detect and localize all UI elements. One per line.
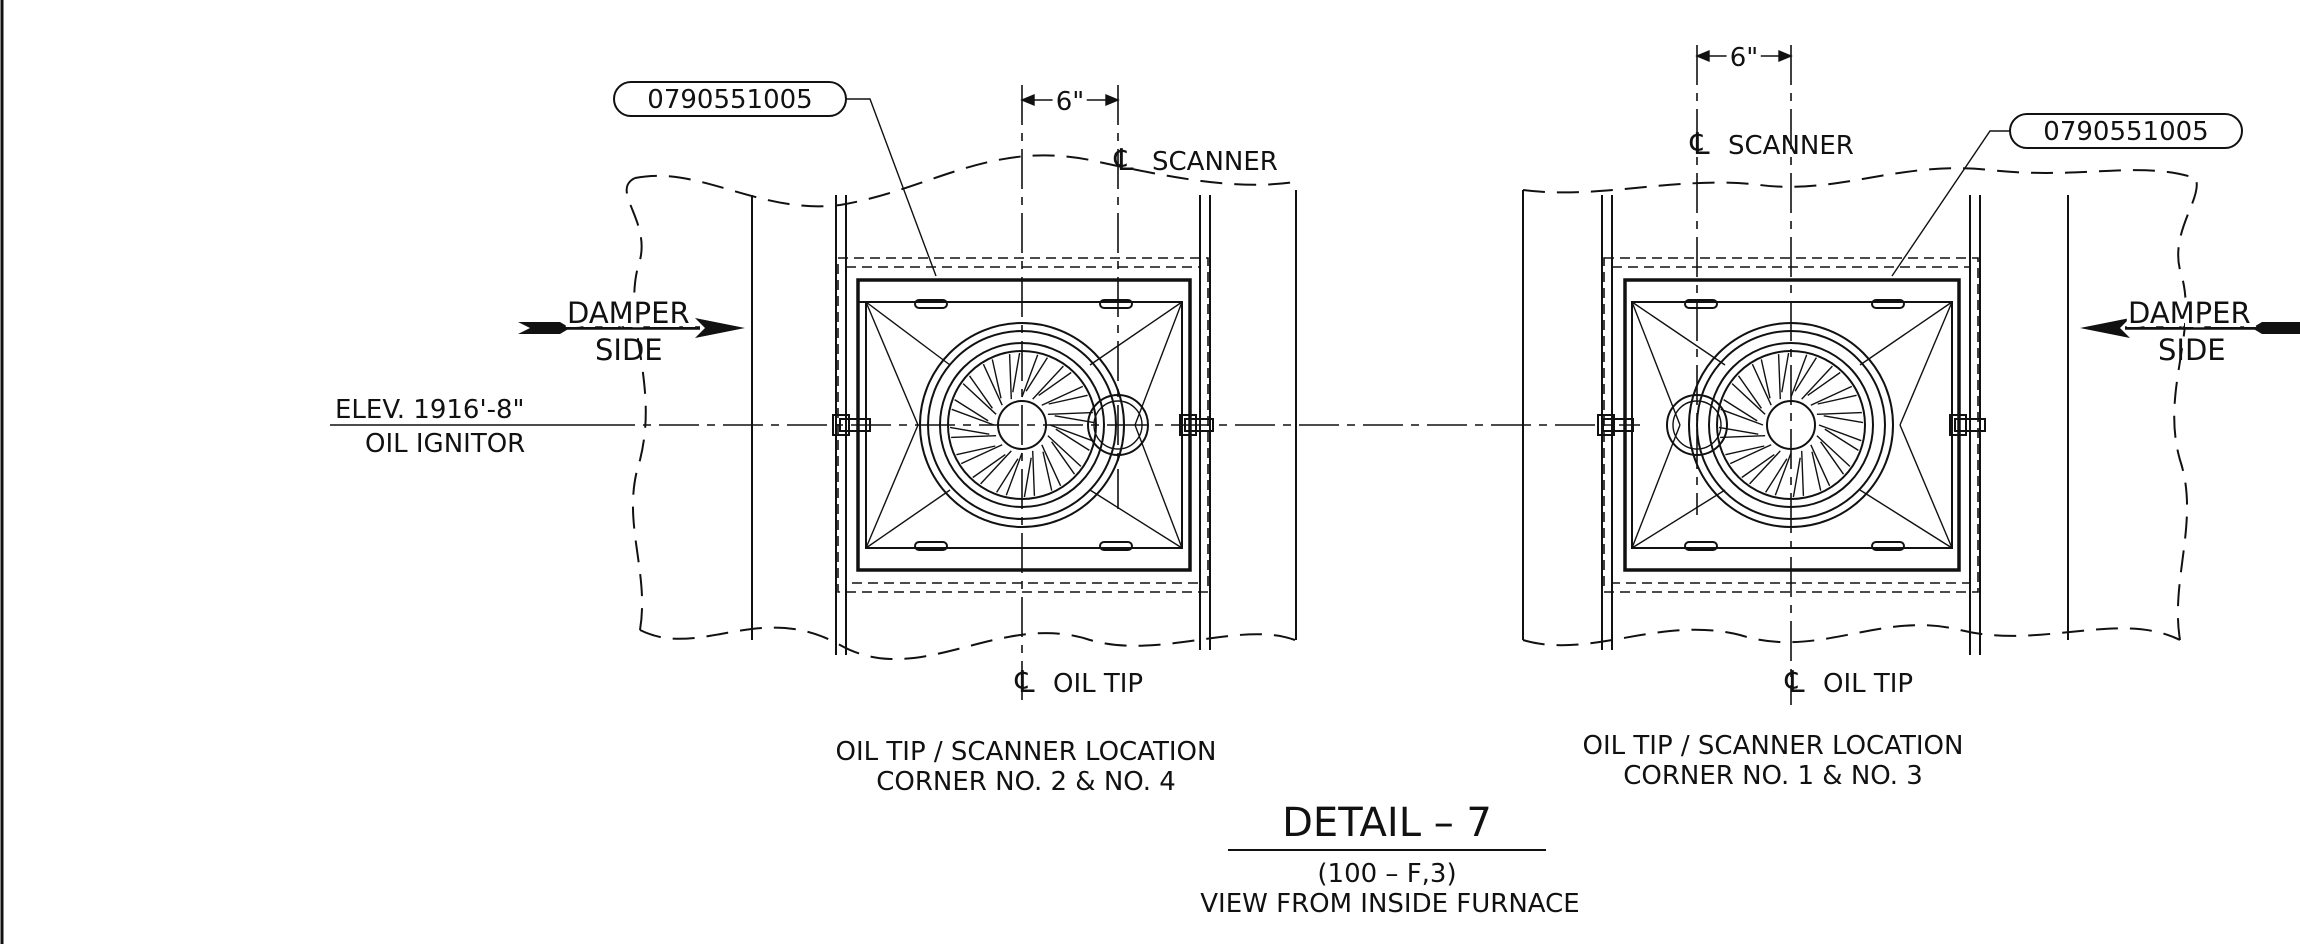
swirler-vane-edge [1811,451,1822,491]
swirler-vane [1777,354,1781,400]
swirler-vane [1047,435,1082,467]
swirler-vane-edge [1725,445,1765,456]
right-caption-line1: OIL TIP / SCANNER LOCATION [1583,731,1964,761]
right-oil-tip-label: OIL TIP [1823,669,1913,699]
left-oil-tip-cl-symbol: ℄ [1014,665,1034,700]
right-scanner-cl-symbol: ℄ [1689,127,1709,162]
swirler-vane-edge [968,375,993,409]
swirler-vane-edge [1038,371,1072,396]
swirler-vane [1021,354,1039,398]
right-part-number: 0790551005 [2043,117,2208,147]
right-break-outline [1522,167,2198,647]
swirler-vane-edge [1048,394,1088,405]
swirler-vane [982,363,1003,406]
swirler-vane-edge [1823,415,1864,424]
swirler-vane [1032,450,1036,496]
swirler-vane-edge [1792,457,1801,498]
right-assembly [1522,45,2243,705]
left-assembly [613,81,1297,700]
right-side-label: SIDE [2158,333,2226,367]
swirler-vane [951,408,995,426]
swirler-vane-edge [949,426,990,435]
swirler-vane [1816,435,1851,467]
swirler-vane [1047,411,1093,415]
swirler-vane-edge [972,454,1006,479]
right-caption-line2: CORNER NO. 1 & NO. 3 [1623,761,1923,791]
swirler-vane-edge [956,445,996,456]
swirler-vane [1049,424,1093,442]
left-swirler-vanes [949,352,1095,498]
swirler-vane [1008,354,1012,400]
detail-reference: (100 – F,3) [1317,859,1456,889]
swirler-vane-edge [1794,357,1817,392]
swirler-vane-edge [1824,428,1859,451]
swirler-vane [1816,411,1862,415]
swirler-vane-edge [1718,426,1759,435]
swirler-vane [960,444,1003,465]
left-break-outline [625,154,1296,661]
left-caption-line1: OIL TIP / SCANNER LOCATION [836,737,1217,767]
left-scanner-cl-symbol: ℄ [1113,143,1133,178]
swirler-vane-edge [1765,458,1788,493]
swirler-vane [1818,424,1862,442]
left-dimension-label: 6" [1056,87,1085,117]
right-oil-tip-cl-symbol: ℄ [1784,665,1804,700]
right-swirler-vanes [1718,352,1864,498]
right-damper-arrow [2080,318,2300,338]
swirler-vane-edge [1055,428,1090,451]
swirler-vane [1032,365,1064,400]
swirler-vane [1790,354,1808,398]
swirler-vane-edge [1820,441,1845,475]
swirler-vane [1801,450,1805,496]
swirler-vane [980,450,1012,485]
swirler-vane-edge [1737,375,1762,409]
swirler-vane [1729,444,1772,465]
swirler-vane-edge [1807,371,1841,396]
swirler-vane-edge [991,359,1002,399]
swirler-vane-edge [1023,457,1032,498]
swirler-vane-edge [1025,357,1048,392]
left-damper-label: DAMPER [567,296,690,330]
swirler-vane [1720,408,1764,426]
swirler-vane-edge [1042,451,1053,491]
oil-ignitor-label: OIL IGNITOR [365,429,525,459]
swirler-vane-edge [1781,352,1790,393]
swirler-vane [1751,363,1772,406]
left-scanner-label: SCANNER [1152,147,1278,177]
swirler-vane [1005,452,1023,496]
swirler-vane [1041,444,1062,487]
swirler-vane-edge [1012,352,1021,393]
detail-subtitle: VIEW FROM INSIDE FURNACE [1200,889,1579,919]
swirler-vane [951,435,997,439]
swirler-vane [1810,444,1831,487]
swirler-vane-edge [1723,399,1758,422]
left-part-number: 0790551005 [647,85,812,115]
left-caption-line2: CORNER NO. 2 & NO. 4 [876,767,1176,797]
left-damper-arrow [518,318,745,338]
swirler-vane-edge [1051,441,1076,475]
swirler-vane [1810,385,1853,406]
right-damper-label: DAMPER [2128,296,2251,330]
swirler-vane-edge [954,399,989,422]
swirler-vane [1774,452,1792,496]
swirler-vane-edge [1741,454,1775,479]
swirler-vane-edge [1760,359,1771,399]
swirler-vane-edge [996,458,1019,493]
elevation-label: ELEV. 1916'-8" [335,395,525,425]
left-oil-tip-label: OIL TIP [1053,669,1143,699]
detail-title: DETAIL – 7 [1282,800,1492,846]
swirler-vane [1801,365,1833,400]
swirler-vane [1749,450,1781,485]
swirler-vane [1731,383,1766,415]
right-dimension-label: 6" [1730,43,1759,73]
swirler-vane [962,383,997,415]
swirler-vane [1041,385,1084,406]
swirler-vane [1720,435,1766,439]
swirler-vane-edge [1817,394,1857,405]
left-side-label: SIDE [595,333,663,367]
right-scanner-label: SCANNER [1728,131,1854,161]
swirler-vane-edge [1054,415,1095,424]
